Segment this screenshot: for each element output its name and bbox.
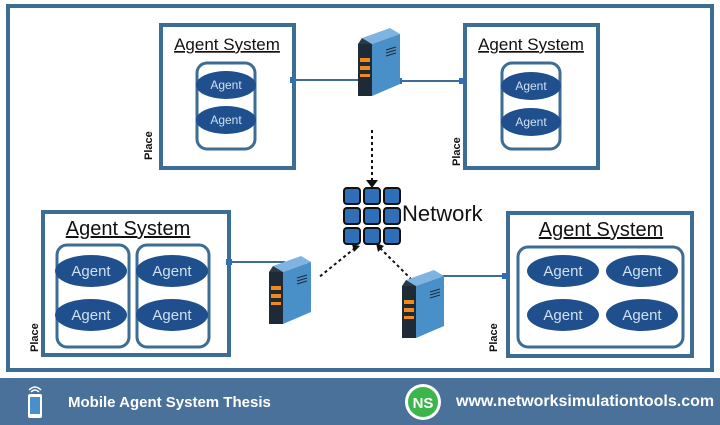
logo-text: NS [413,395,434,412]
agent-label: Agent [543,263,583,280]
arrow-head-icon [352,244,360,252]
agent-label: Agent [515,115,547,129]
agent-system-title: Agent System [66,218,191,240]
agent-label: Agent [210,113,242,127]
agent-node [196,106,256,134]
ns-logo-icon: NS [405,384,441,420]
agent-label: Agent [71,263,111,280]
agent-label: Agent [210,78,242,92]
link-port [290,77,296,83]
agent-node [196,71,256,99]
server-icon [269,256,311,324]
link-port [226,259,232,265]
network-label: Network [402,201,484,226]
agent-system-bottom-right: Agent System Agent Agent Agent Agent Pla… [488,211,694,358]
agent-node [606,299,678,331]
server-icon [358,28,400,96]
agent-node [55,299,127,331]
agent-node [501,108,561,136]
agent-label: Agent [71,307,111,324]
phone-icon [28,386,42,418]
agent-node [527,255,599,287]
place-label: Place [488,323,500,352]
footer-url[interactable]: www.networksimulationtools.com [456,393,715,410]
network-grid-icon [343,187,401,245]
place-label: Place [29,323,41,352]
agent-label: Agent [622,263,662,280]
arrow-head-icon [376,243,384,252]
agent-node [501,72,561,100]
arrow-head-icon [366,180,378,188]
agent-label: Agent [152,263,192,280]
agent-system-top-right: Agent System Agent Agent Place [451,23,600,170]
dotted-link [379,247,415,283]
agent-system-title: Agent System [539,219,664,241]
agent-system-title: Agent System [478,35,584,54]
agent-system-top-left: Agent System Agent Agent Place [143,23,296,170]
server-icon [402,270,444,338]
link-port [502,273,508,279]
agent-label: Agent [543,307,583,324]
agent-system-title: Agent System [174,35,280,54]
agent-system-bottom-left: Agent System Agent Agent Agent Agent Pla… [29,210,231,357]
place-label: Place [143,131,155,160]
place-label: Place [451,137,463,166]
agent-label: Agent [152,307,192,324]
agent-label: Agent [515,79,547,93]
link-port [459,78,465,84]
agent-node [55,255,127,287]
agent-node [527,299,599,331]
footer-bar [0,378,720,425]
agent-label: Agent [622,307,662,324]
footer-title: Mobile Agent System Thesis [68,394,271,411]
agent-node [136,299,208,331]
agent-node [136,255,208,287]
agent-node [606,255,678,287]
dotted-link [317,247,356,279]
